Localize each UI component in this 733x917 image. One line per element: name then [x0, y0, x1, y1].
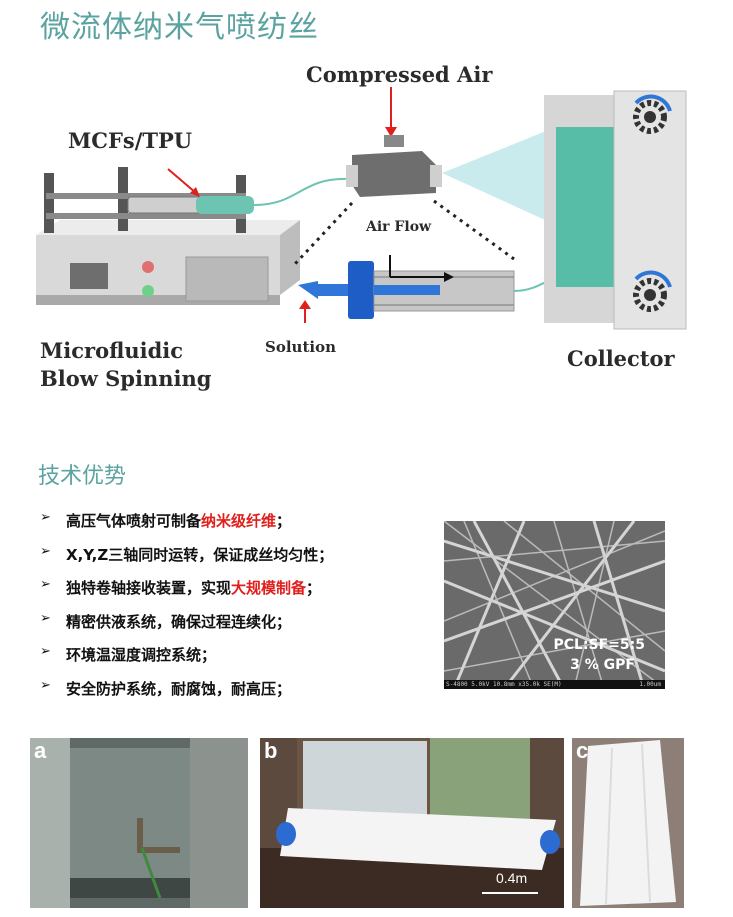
advantages-heading: 技术优势: [38, 464, 127, 489]
sem-info-bar: S-4800 5.0kV 10.8mm x35.0k SE(M) 1.00um: [444, 680, 665, 689]
arrow-bullet-icon: ➢: [40, 577, 51, 592]
microfluidic-label: Microfluidic: [40, 338, 184, 363]
air-flow-label: Air Flow: [366, 219, 432, 235]
page-title: 微流体纳米气喷纺丝: [40, 10, 319, 45]
list-item: ➢ 独特卷轴接收装置，实现大规模制备；: [40, 577, 322, 597]
arrow-bullet-icon: ➢: [40, 543, 51, 559]
nanofiber-texture: [444, 521, 665, 689]
mcfs-tpu-label: MCFs/TPU: [68, 128, 193, 153]
arrow-bullet-icon: ➢: [40, 644, 51, 659]
photo-c: c: [572, 738, 684, 908]
blow-spinning-label: Blow Spinning: [40, 366, 212, 391]
photo-a: a: [30, 738, 248, 908]
arrow-bullet-icon: ➢: [40, 610, 51, 626]
arrow-bullet-icon: ➢: [40, 510, 51, 525]
zoomed-nozzle-icon: [298, 261, 515, 319]
syringe-pump-icon: [36, 167, 300, 305]
photo-b: b 0.4m: [260, 738, 564, 908]
list-item: ➢ 精密供液系统，确保过程连续化；: [40, 610, 292, 631]
compressed-air-label: Compressed Air: [306, 62, 493, 87]
solution-label: Solution: [265, 338, 336, 356]
photo-b-label: b: [264, 738, 278, 763]
list-item: ➢ 高压气体喷射可制备纳米级纤维；: [40, 510, 292, 530]
nozzle-icon: [346, 135, 442, 197]
sem-label-ratio: PCL:SF=5:5: [553, 637, 645, 653]
blow-spinning-diagram: [36, 87, 687, 330]
photo-c-label: c: [576, 738, 589, 763]
photo-a-label: a: [34, 738, 47, 763]
list-item: ➢ X,Y,Z三轴同时运转，保证成丝均匀性；: [40, 543, 334, 564]
list-item: ➢ 安全防护系统，耐腐蚀，耐高压；: [40, 677, 292, 698]
collector-icon: [544, 90, 687, 330]
collector-label: Collector: [567, 346, 675, 371]
arrow-bullet-icon: ➢: [40, 677, 51, 693]
sem-image: PCL:SF=5:5 3 % GPF S-4800 5.0kV 10.8mm x…: [444, 521, 665, 689]
advantages-list: ➢ 高压气体喷射可制备纳米级纤维； ➢ X,Y,Z三轴同时运转，保证成丝均匀性；…: [40, 510, 440, 711]
sem-label-gpf: 3 % GPF: [570, 657, 635, 673]
list-item: ➢ 环境温湿度调控系统；: [40, 644, 217, 664]
photo-b-scale: 0.4m: [496, 870, 528, 886]
